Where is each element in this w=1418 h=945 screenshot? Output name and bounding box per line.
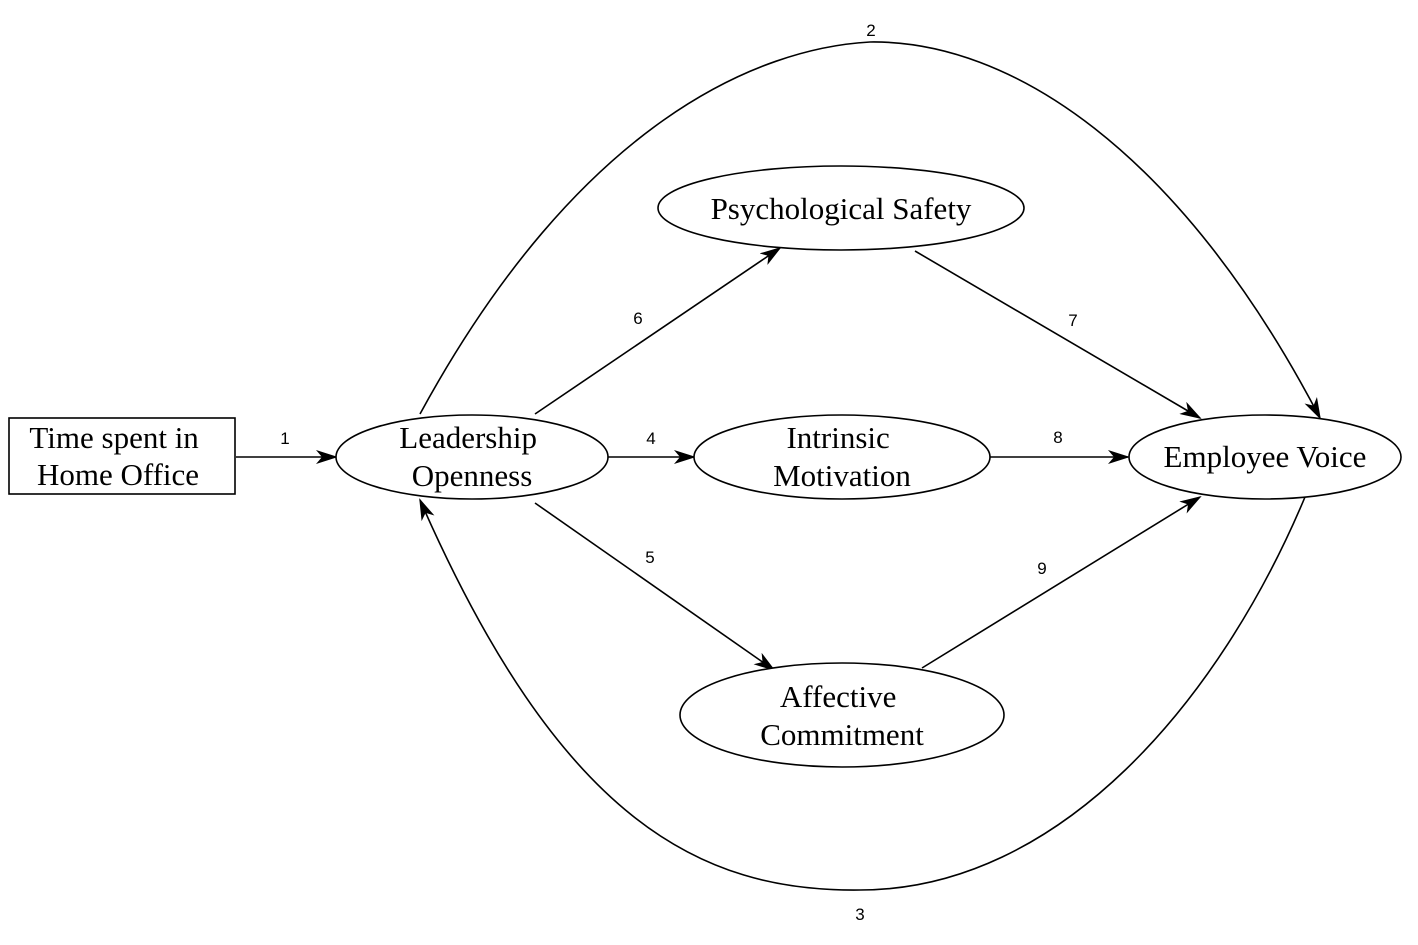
edge-2-arrow bbox=[419, 41, 1321, 420]
node-intrinsic-motivation-line-1: Intrinsic bbox=[786, 420, 889, 455]
edge-label-4: 4 bbox=[646, 429, 655, 448]
edge-label-8: 8 bbox=[1053, 428, 1062, 447]
node-affective-commitment-line-1: Affective bbox=[780, 679, 896, 714]
node-intrinsic-motivation: Intrinsic Motivation bbox=[693, 414, 991, 500]
node-employee-voice-ellipse bbox=[1128, 414, 1402, 500]
edge-9-arrow bbox=[921, 495, 1202, 669]
edge-3-arrow bbox=[419, 496, 1306, 891]
edges bbox=[236, 41, 1321, 891]
node-affective-commitment-line-2: Commitment bbox=[760, 717, 924, 752]
node-employee-voice: Employee Voice bbox=[1128, 414, 1402, 500]
edge-label-9: 9 bbox=[1037, 559, 1046, 578]
edge-label-2: 2 bbox=[866, 21, 875, 40]
edge-label-5: 5 bbox=[645, 548, 654, 567]
node-leadership-openness-line-2: Openness bbox=[412, 458, 533, 493]
node-affective-commitment: Affective Commitment bbox=[679, 662, 1005, 768]
node-time-home-office-line-1: Time spent in bbox=[29, 420, 199, 455]
node-intrinsic-motivation-ellipse bbox=[693, 414, 991, 500]
node-employee-voice-line-1: Employee Voice bbox=[1164, 439, 1367, 474]
node-leadership-openness-text: Leadership Openness bbox=[399, 420, 544, 493]
node-psychological-safety-line-1: Psychological Safety bbox=[711, 191, 972, 226]
edge-label-3: 3 bbox=[855, 905, 864, 924]
node-psychological-safety-text: Psychological Safety bbox=[711, 191, 972, 226]
node-intrinsic-motivation-line-2: Motivation bbox=[773, 458, 911, 493]
edge-label-7: 7 bbox=[1068, 311, 1077, 330]
node-psychological-safety-ellipse bbox=[657, 165, 1025, 251]
edge-label-6: 6 bbox=[633, 309, 642, 328]
node-intrinsic-motivation-text: Intrinsic Motivation bbox=[773, 420, 911, 493]
node-psychological-safety: Psychological Safety bbox=[657, 165, 1025, 251]
node-employee-voice-text: Employee Voice bbox=[1164, 439, 1367, 474]
node-time-home-office-line-2: Home Office bbox=[37, 457, 199, 492]
edge-6-arrow bbox=[534, 246, 782, 415]
node-affective-commitment-text: Affective Commitment bbox=[760, 679, 924, 752]
edge-label-1: 1 bbox=[280, 429, 289, 448]
node-time-home-office-box bbox=[8, 417, 236, 495]
node-time-home-office-text: Time spent in Home Office bbox=[29, 420, 206, 492]
edge-7-arrow bbox=[914, 250, 1202, 420]
node-affective-commitment-ellipse bbox=[679, 662, 1005, 768]
node-leadership-openness: Leadership Openness bbox=[335, 414, 609, 500]
node-leadership-openness-ellipse bbox=[335, 414, 609, 500]
node-time-home-office: Time spent in Home Office bbox=[8, 417, 236, 495]
node-leadership-openness-line-1: Leadership bbox=[399, 420, 537, 455]
edge-5-arrow bbox=[534, 502, 776, 672]
edge-labels: 1 2 3 4 5 6 7 8 9 bbox=[280, 21, 1077, 924]
